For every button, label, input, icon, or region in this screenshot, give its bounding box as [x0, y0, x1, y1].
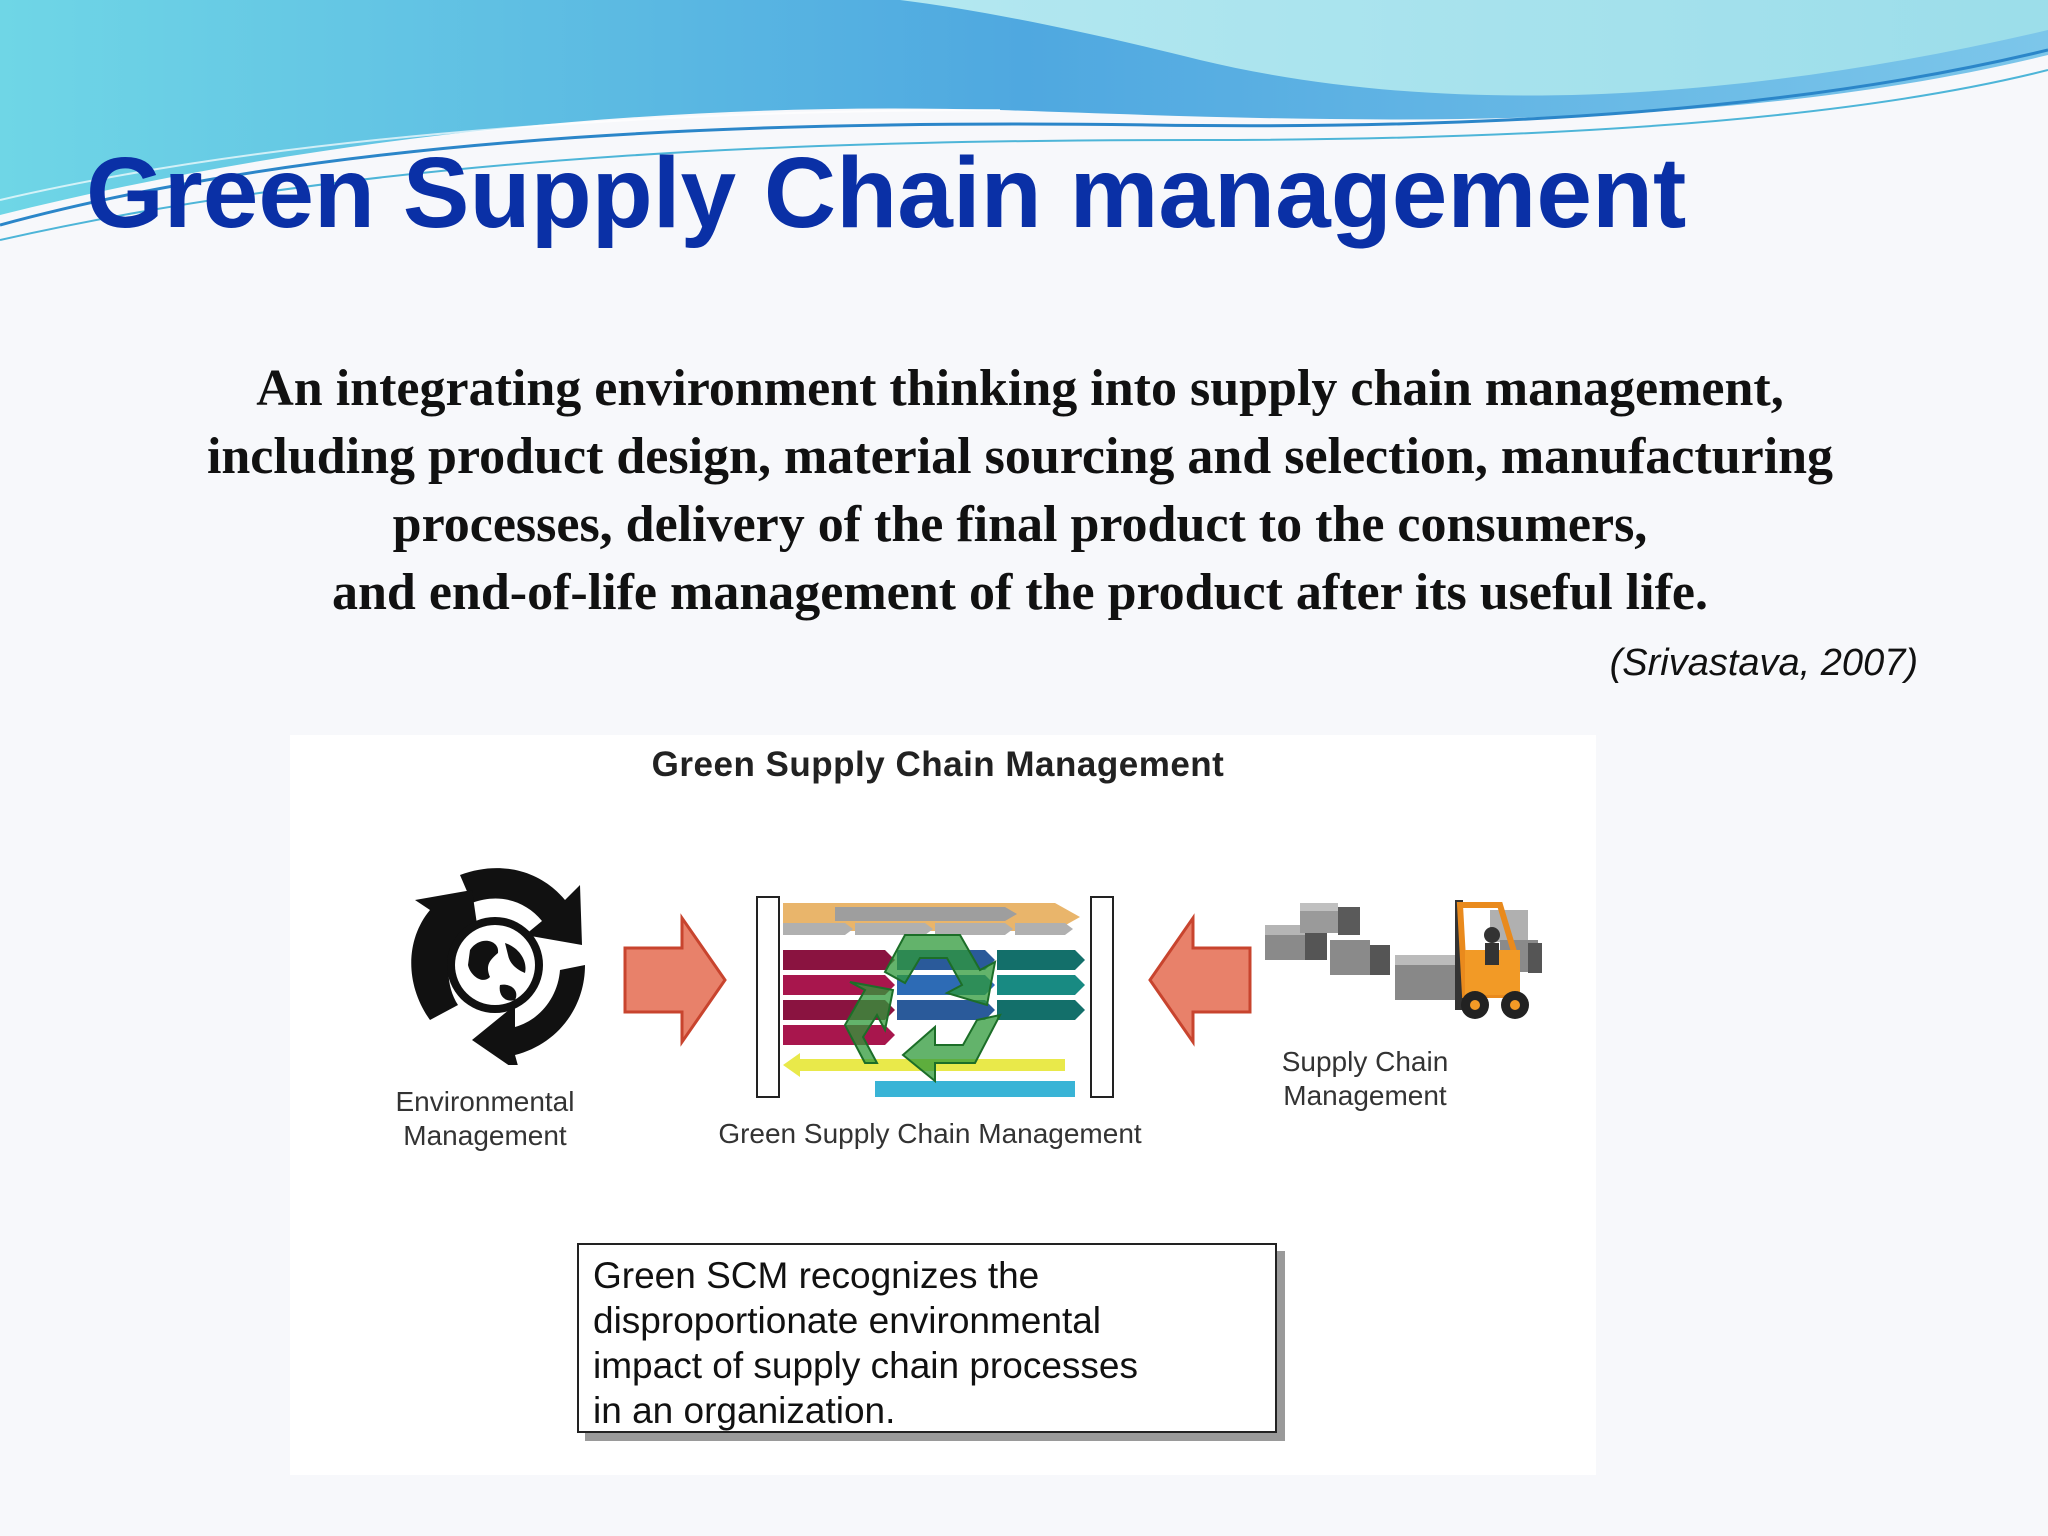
label-line: Management: [1283, 1080, 1447, 1111]
label-line: Environmental: [395, 1086, 575, 1117]
callout-box: Green SCM recognizes the disproportionat…: [577, 1243, 1277, 1433]
definition-line: An integrating environment thinking into…: [256, 360, 1784, 417]
arrow-right-icon: [623, 913, 727, 1047]
definition-line: and end-of-life management of the produc…: [332, 564, 1708, 621]
label-line: Management: [403, 1120, 567, 1151]
green-scm-process-diagram: [756, 896, 1114, 1098]
gscm-figure: Green Supply Chain Management Environmen…: [290, 735, 1596, 1475]
forklift-boxes-icon: [1265, 900, 1542, 1019]
figure-title: Green Supply Chain Management: [651, 745, 1225, 784]
citation: (Srivastava, 2007): [1609, 642, 1918, 684]
definition-line: processes, delivery of the final product…: [392, 496, 1648, 553]
slide-title: Green Supply Chain management: [86, 137, 1687, 249]
green-scm-label: Green Supply Chain Management: [718, 1118, 1142, 1149]
callout-line: in an organization.: [593, 1390, 896, 1431]
environmental-management-label: Environmental Management: [370, 1085, 600, 1153]
recycle-globe-icon: [411, 868, 585, 1065]
supply-chain-management-label: Supply Chain Management: [1250, 1045, 1480, 1113]
header-wave-decoration: [0, 0, 2048, 241]
label-line: Supply Chain: [1281, 1046, 1449, 1077]
callout-line: Green SCM recognizes the: [593, 1255, 1040, 1296]
callout-line: disproportionate environmental: [593, 1300, 1102, 1341]
definition-line: including product design, material sourc…: [206, 428, 1834, 485]
callout-line: impact of supply chain processes: [593, 1345, 1138, 1386]
arrow-left-icon: [1148, 913, 1252, 1047]
definition-text: An integrating environment thinking into…: [60, 355, 1980, 627]
